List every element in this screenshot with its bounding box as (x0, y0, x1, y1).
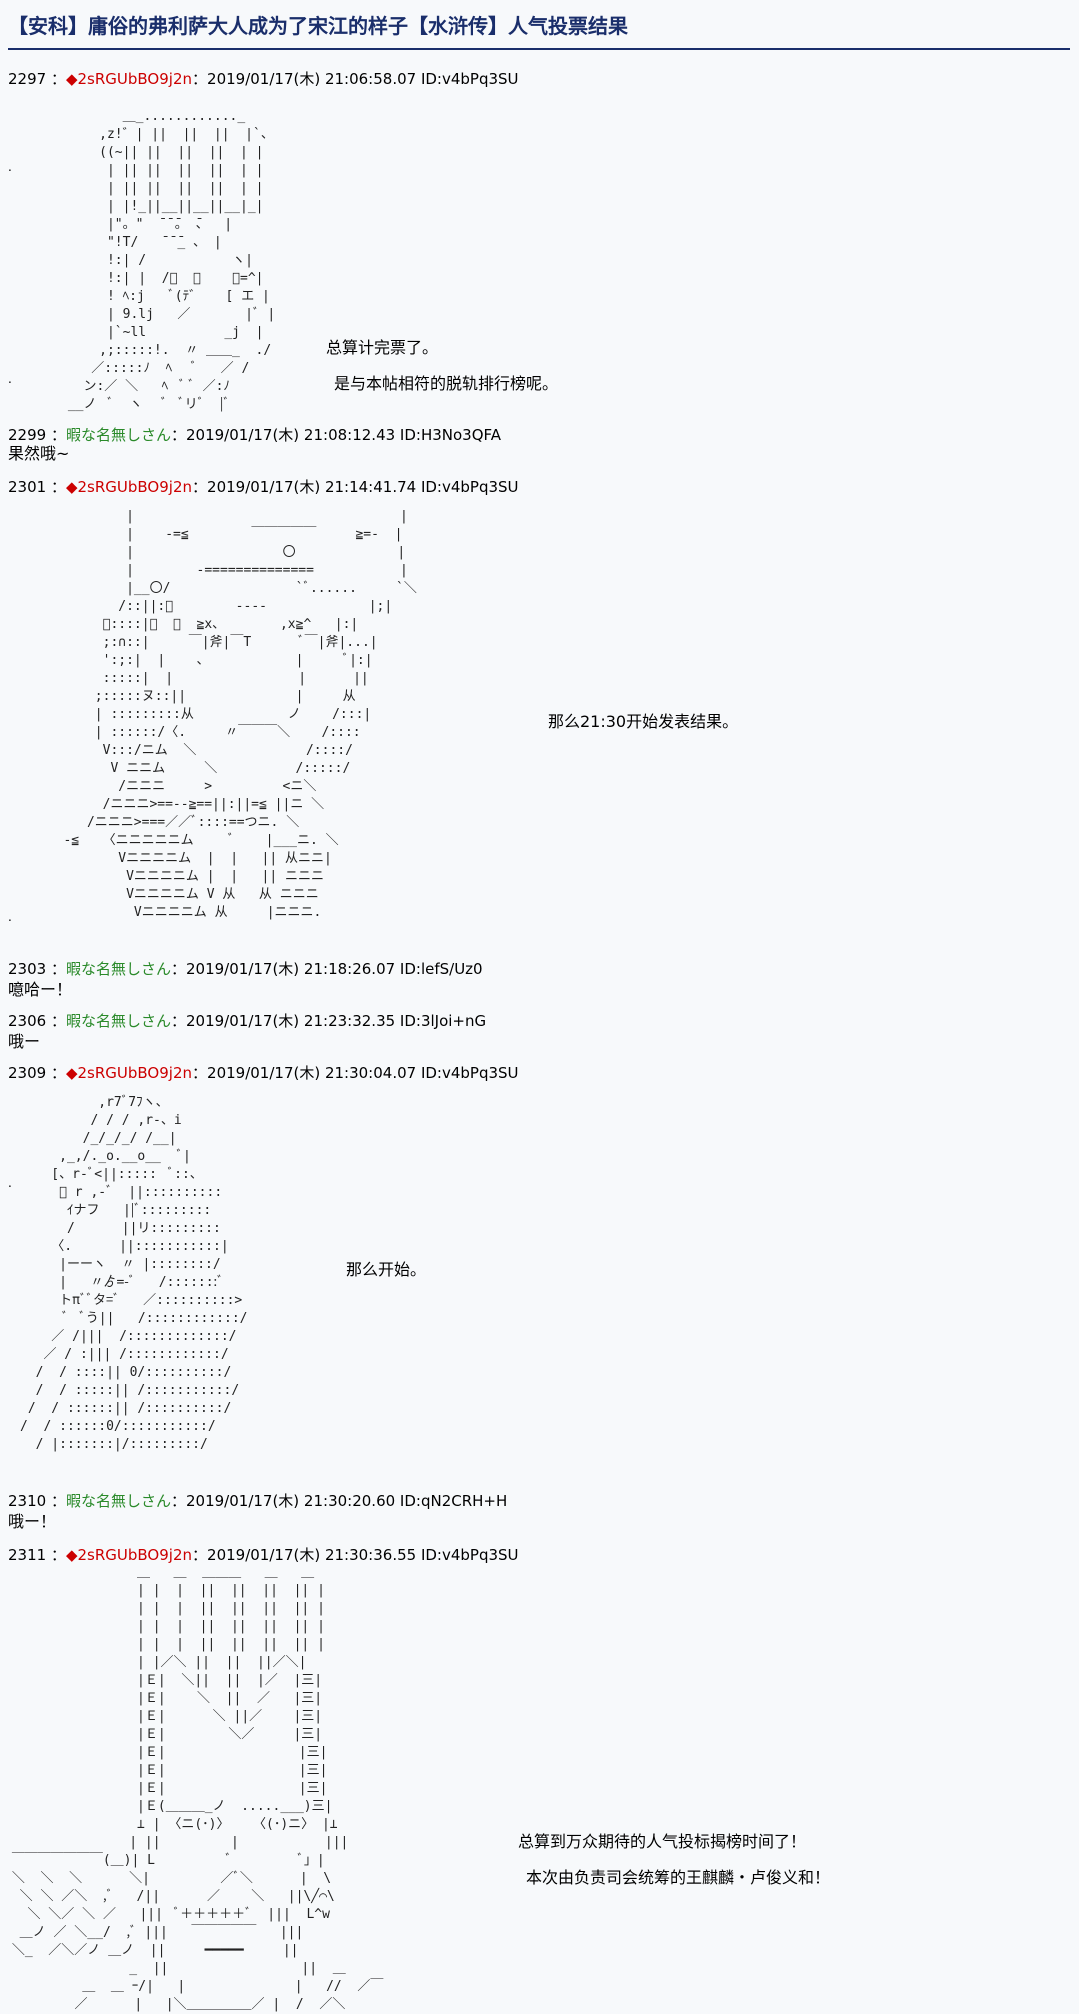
post-body: 噫哈ー！ (8, 980, 73, 999)
poster-name[interactable]: 暇な名無しさん (65, 1492, 171, 1510)
ascii-art-freeza-profile: ,r7ﾞ7ﾌヽ、 / / / ,r-、i /_/_/_/ /__| ,_,/._… (20, 1095, 248, 1452)
post-side-text: 总算到万众期待的人气投标揭榜时间了！ (518, 1832, 807, 1851)
post-header: 2311 ：◆2sRGUbBO9j2n：2019/01/17(木) 21:30:… (8, 1546, 519, 1564)
post-header: 2301 ：◆2sRGUbBO9j2n：2019/01/17(木) 21:14:… (8, 478, 519, 496)
dot-mark: . (8, 910, 12, 924)
post-body: 哦ー (8, 1032, 41, 1051)
ascii-art-song-jiang: | | | -=≦ ￣￣￣￣￣ ≧=- | | 〇 | | -=========… (63, 509, 417, 920)
post-number: 2306 (8, 1012, 47, 1030)
post-header: 2309 ：◆2sRGUbBO9j2n：2019/01/17(木) 21:30:… (8, 1064, 519, 1082)
post-number: 2310 (8, 1492, 47, 1510)
ascii-art-freeza-hat: ＿_............_ ,z!゛| || || || |`、 ((~||… (67, 109, 276, 412)
post-header: 2303 ：暇な名無しさん：2019/01/17(木) 21:18:26.07 … (8, 960, 483, 978)
poster-name[interactable]: ◆2sRGUbBO9j2n (65, 1064, 193, 1082)
post-date: 2019/01/17(木) 21:18:26.07 ID:lefS/Uz0 (186, 960, 483, 978)
post-date: 2019/01/17(木) 21:23:32.35 ID:3lJoi+nG (186, 1012, 487, 1030)
post-number: 2297 (8, 70, 47, 88)
post-date: 2019/01/17(木) 21:30:04.07 ID:v4bPq3SU (207, 1064, 519, 1082)
poster-name[interactable]: 暇な名無しさん (65, 960, 171, 978)
post-header: 2297 ：◆2sRGUbBO9j2n：2019/01/17(木) 21:06:… (8, 70, 519, 88)
post-date: 2019/01/17(木) 21:30:36.55 ID:v4bPq3SU (207, 1546, 519, 1564)
post-side-text: 本次由负责司会统筹的王麒麟・卢俊义和！ (526, 1868, 831, 1887)
dot-mark: . (8, 372, 12, 386)
post-body: 果然哦~ (8, 444, 70, 463)
dot-mark: . (8, 1176, 12, 1190)
poster-name[interactable]: 暇な名無しさん (65, 426, 171, 444)
poster-name[interactable]: 暇な名無しさん (65, 1012, 171, 1030)
post-date: 2019/01/17(木) 21:30:20.60 ID:qN2CRH+H (186, 1492, 508, 1510)
dot-mark: . (8, 160, 12, 174)
post-body: 哦ー！ (8, 1512, 57, 1531)
post-number: 2299 (8, 426, 47, 444)
post-number: 2311 (8, 1546, 47, 1564)
post-header: 2299 ：暇な名無しさん：2019/01/17(木) 21:08:12.43 … (8, 426, 502, 444)
thread-title: 【安科】庸俗的弗利萨大人成为了宋江的样子【水浒传】人气投票结果 (8, 14, 628, 38)
post-side-text: 总算计完票了。 (326, 338, 439, 357)
post-side-text: 那么开始。 (346, 1260, 427, 1279)
post-number: 2303 (8, 960, 47, 978)
post-side-text: 是与本帖相符的脱轨排行榜呢。 (334, 374, 559, 393)
post-header: 2306 ：暇な名無しさん：2019/01/17(木) 21:23:32.35 … (8, 1012, 487, 1030)
post-date: 2019/01/17(木) 21:14:41.74 ID:v4bPq3SU (207, 478, 519, 496)
post-number: 2309 (8, 1064, 47, 1082)
post-side-text: 那么21:30开始发表结果。 (548, 712, 739, 731)
post-date: 2019/01/17(木) 21:08:12.43 ID:H3No3QFA (186, 426, 502, 444)
post-date: 2019/01/17(木) 21:06:58.07 ID:v4bPq3SU (207, 70, 519, 88)
poster-name[interactable]: ◆2sRGUbBO9j2n (65, 1546, 193, 1564)
ascii-art-lu-junyi: ＿ ＿ ＿＿＿ ＿ ＿ | | | || || || || | | | | ||… (11, 1565, 384, 2012)
title-divider (8, 48, 1070, 50)
poster-name[interactable]: ◆2sRGUbBO9j2n (65, 478, 193, 496)
post-number: 2301 (8, 478, 47, 496)
post-header: 2310 ：暇な名無しさん：2019/01/17(木) 21:30:20.60 … (8, 1492, 508, 1510)
poster-name[interactable]: ◆2sRGUbBO9j2n (65, 70, 193, 88)
